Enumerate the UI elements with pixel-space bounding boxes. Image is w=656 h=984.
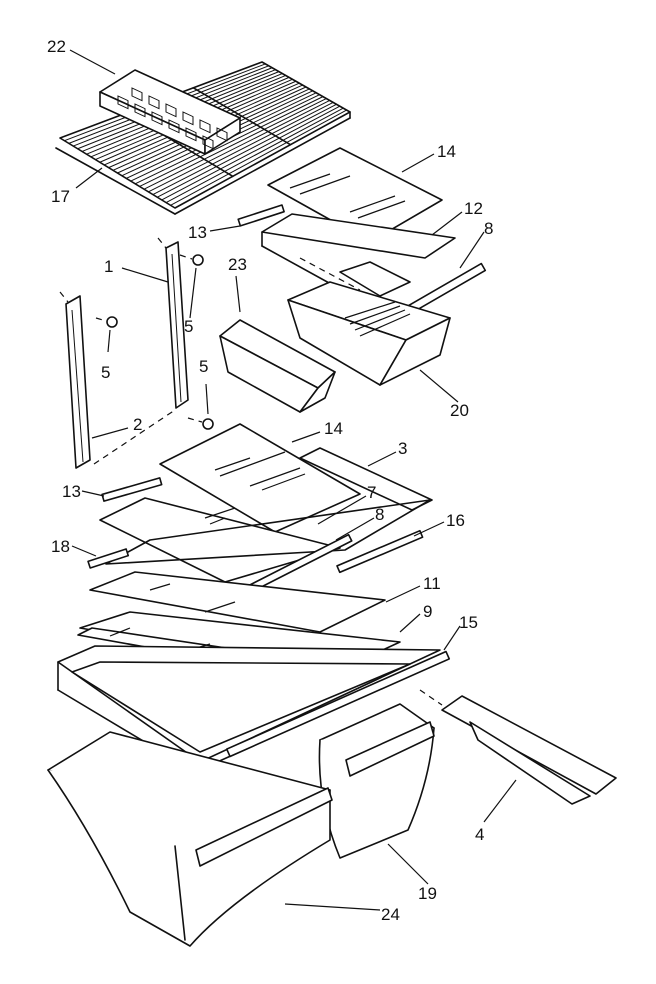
callout-labels: 22 17 14 13 12 8 1 23 5 5 5 20 2 14 3 13…	[47, 37, 493, 924]
callout-14-upper: 14	[437, 142, 456, 161]
callout-22: 22	[47, 37, 66, 56]
callout-5-left: 5	[101, 363, 110, 382]
meat-pan-20	[287, 261, 451, 386]
callout-16: 16	[446, 511, 465, 530]
callout-4: 4	[475, 825, 484, 844]
callout-15: 15	[459, 613, 478, 632]
callout-8-upper: 8	[484, 219, 493, 238]
trim-13-upper	[237, 204, 285, 227]
callout-2: 2	[133, 415, 142, 434]
rail-2	[59, 291, 91, 469]
bin-23	[219, 319, 336, 413]
callout-13-upper: 13	[188, 223, 207, 242]
callout-3: 3	[398, 439, 407, 458]
callout-17: 17	[51, 187, 70, 206]
crisper-drawer-24	[47, 731, 333, 947]
control-housing-4	[419, 689, 617, 805]
callout-19: 19	[418, 884, 437, 903]
screws-5	[93, 254, 214, 465]
trim-13-lower	[101, 477, 163, 502]
egg-tray-22	[99, 69, 241, 155]
trim-16	[336, 529, 424, 574]
callout-24: 24	[381, 905, 400, 924]
callout-20: 20	[450, 401, 469, 420]
callout-13-lower: 13	[62, 482, 81, 501]
shelf-frame-7	[99, 497, 341, 583]
shelf-11	[89, 571, 386, 633]
trim-18	[87, 548, 130, 569]
rail-1	[157, 237, 189, 409]
shelf-frame-12	[261, 213, 456, 301]
callout-8-lower: 8	[375, 505, 384, 524]
callout-1: 1	[104, 257, 113, 276]
callout-9: 9	[423, 602, 432, 621]
leader-lines	[69, 49, 517, 911]
callout-14-lower: 14	[324, 419, 343, 438]
cover-3-back	[299, 447, 433, 511]
crisper-drawer-19	[318, 703, 435, 859]
callout-23: 23	[228, 255, 247, 274]
callout-5-upper: 5	[184, 317, 193, 336]
trim-15	[225, 650, 451, 758]
callout-18: 18	[51, 537, 70, 556]
glass-shelf-14-upper	[267, 147, 443, 243]
callout-11: 11	[423, 574, 441, 593]
cover-3	[105, 499, 431, 565]
callout-12: 12	[464, 199, 483, 218]
callout-5-lower: 5	[199, 357, 208, 376]
callout-7: 7	[367, 483, 376, 502]
glass-shelf-14-lower	[159, 423, 361, 533]
